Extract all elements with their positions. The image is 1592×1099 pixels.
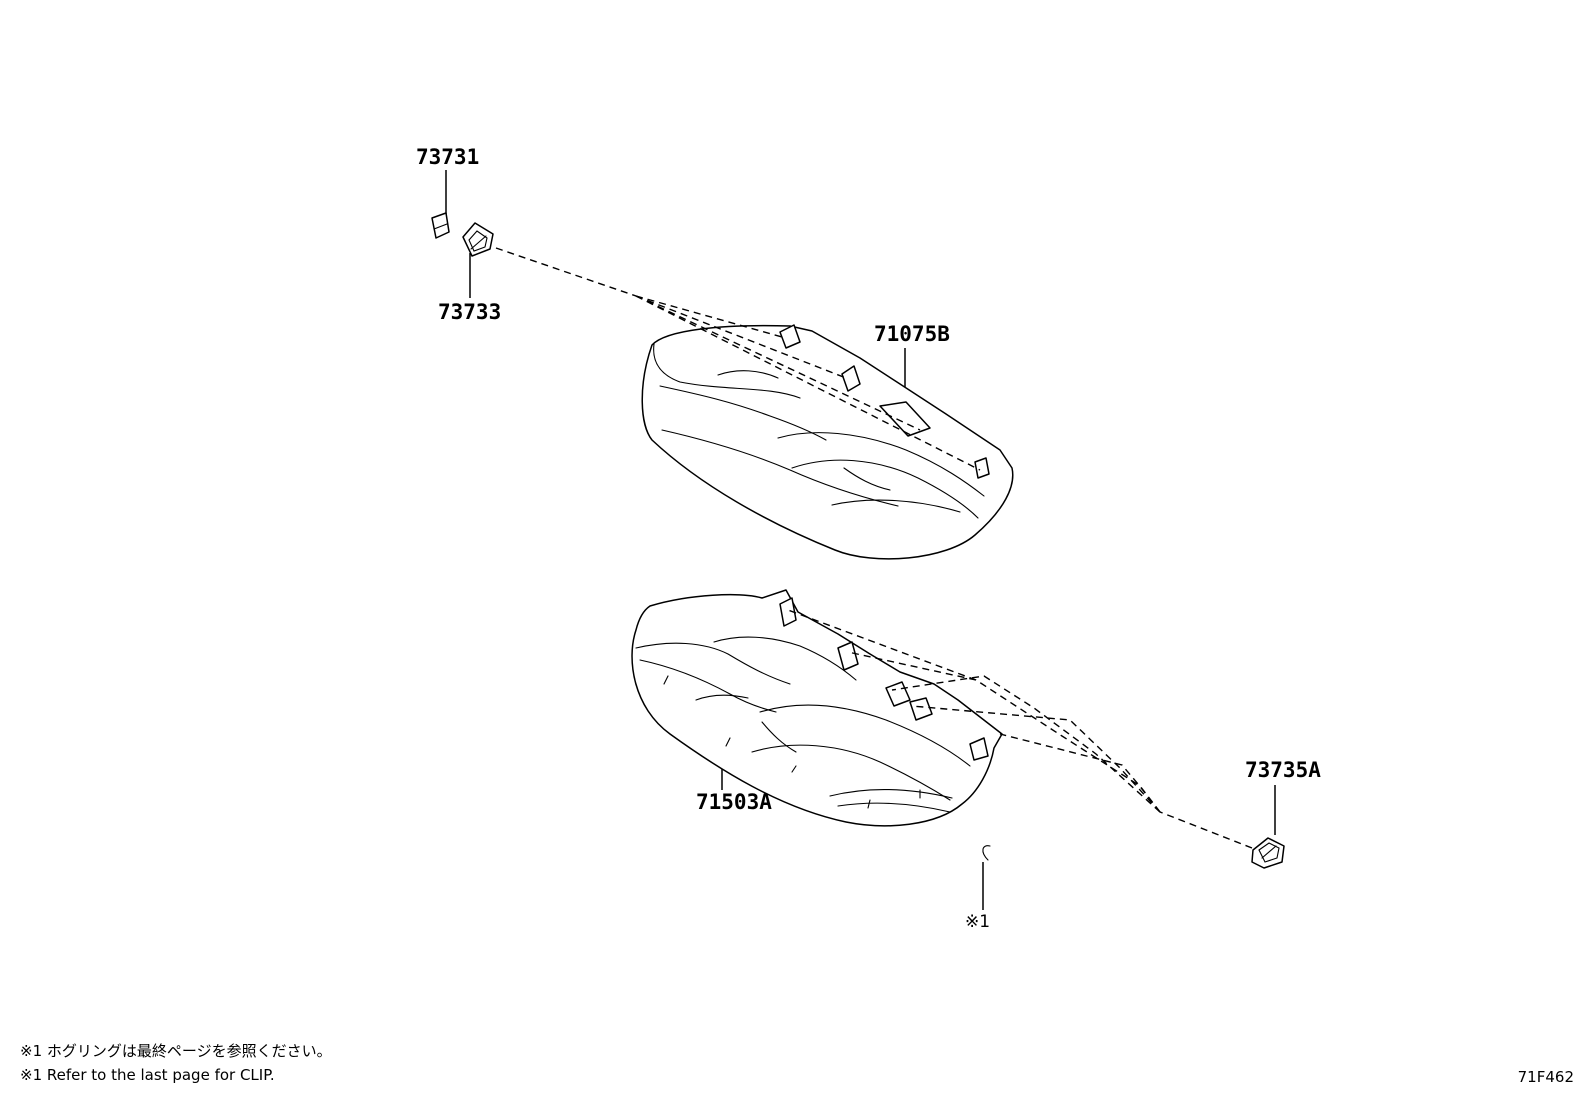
- footnote-english: ※1 Refer to the last page for CLIP.: [20, 1066, 275, 1084]
- footnote-japanese: ※1 ホグリングは最終ページを参照ください。: [20, 1042, 332, 1060]
- seat-cushion-71503a-shape[interactable]: [631, 589, 1003, 827]
- part-label-73735a[interactable]: 73735A: [1245, 758, 1321, 782]
- part-label-73733[interactable]: 73733: [438, 300, 501, 324]
- bracket-73733-shape[interactable]: [462, 222, 494, 257]
- clip-73731-shape[interactable]: [431, 212, 450, 239]
- hog-ring-icon[interactable]: [982, 845, 991, 861]
- seat-back-71075b-shape[interactable]: [641, 324, 1014, 560]
- hook-73735a-shape[interactable]: [1251, 837, 1285, 869]
- assembly-lines: [495, 247, 1253, 849]
- reference-mark-1: ※1: [965, 912, 990, 932]
- part-label-71075b[interactable]: 71075B: [874, 322, 950, 346]
- part-label-71503a[interactable]: 71503A: [696, 790, 772, 814]
- part-label-73731[interactable]: 73731: [416, 145, 479, 169]
- figure-code: 71F462: [1517, 1068, 1574, 1086]
